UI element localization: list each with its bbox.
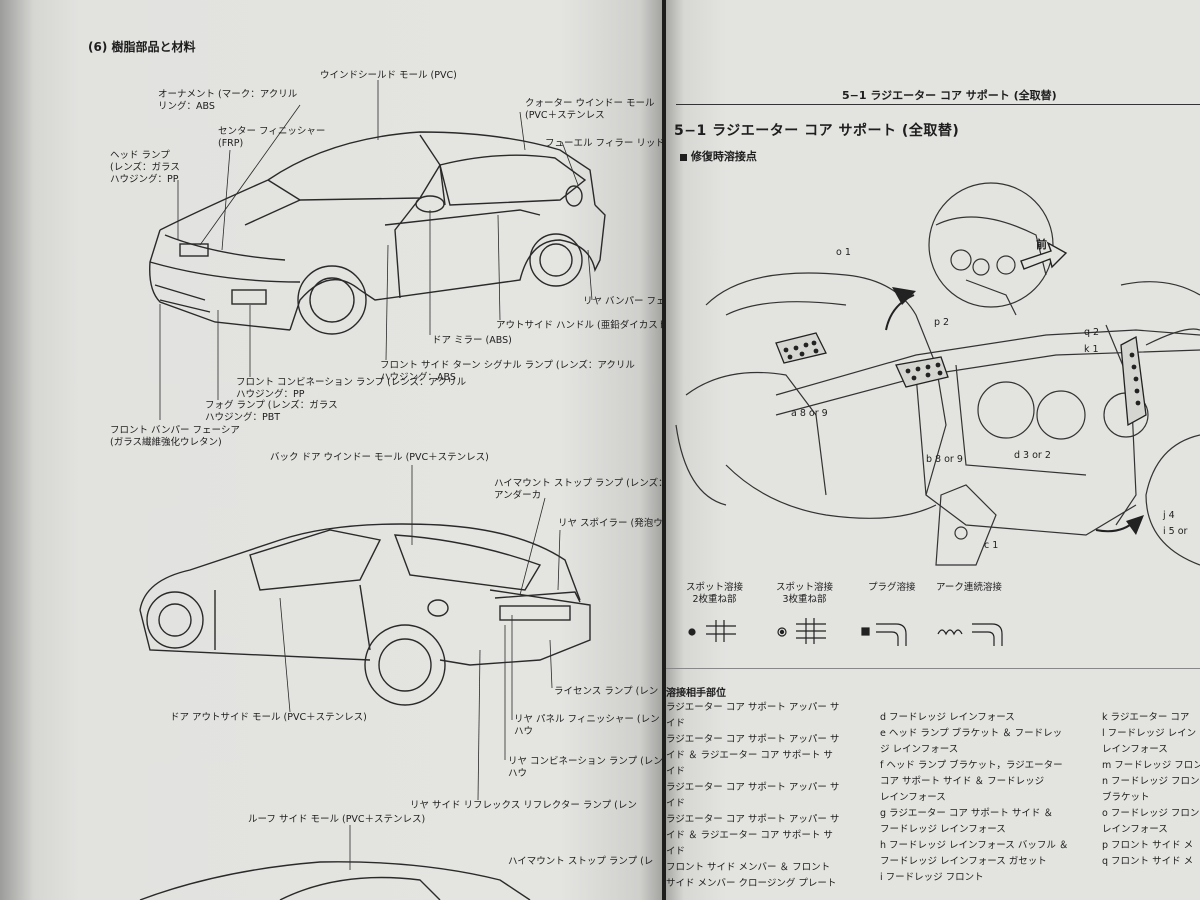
label-high-mount-1: ハイマウント ストップ ランプ (レンズ：ア アンダーカ bbox=[494, 478, 662, 501]
parts-line: d フードレッジ レインフォース bbox=[880, 712, 1015, 723]
parts-line: イド bbox=[666, 718, 686, 729]
parts-line: ラジエーター コア サポート アッパー サ bbox=[666, 702, 840, 713]
parts-line: k ラジエーター コア bbox=[1102, 712, 1190, 723]
callout-p2: p 2 bbox=[934, 317, 950, 328]
parts-heading: 溶接相手部位 bbox=[666, 688, 726, 699]
parts-line: コア サポート サイド ＆ フードレッジ bbox=[880, 776, 1045, 787]
label-ornament: オーナメント (マーク：アクリル リング：ABS bbox=[158, 89, 298, 112]
label-front-combination: フロント コンビネーション ランプ (レンズ：アクリル ハウジング：PP bbox=[236, 377, 467, 400]
right-page: 5−1 ラジエーター コア サポート (全取替) 5−1 ラジエーター コア サ… bbox=[666, 0, 1200, 900]
callout-b: b 8 or 9 bbox=[926, 454, 963, 465]
parts-line: イド ＆ ラジエーター コア サポート サ bbox=[666, 750, 833, 761]
callout-i: i 5 or bbox=[1163, 526, 1188, 537]
label-fog-lamp: フォグ ランプ (レンズ：ガラス ハウジング：PBT bbox=[205, 400, 338, 423]
legend-rule bbox=[666, 668, 1200, 669]
label-door-outside-mole: ドア アウトサイド モール (PVC＋ステンレス) bbox=[170, 712, 367, 723]
callout-q2: q 2 bbox=[1084, 327, 1100, 338]
label-high-mount-2: ハイマウント ストップ ランプ (レ bbox=[508, 856, 654, 867]
parts-column-3: k ラジエーター コア l フードレッジ レイン レインフォース m フードレッ… bbox=[1102, 710, 1200, 870]
label-rear-bumper: リヤ バンパー フェーシ bbox=[583, 296, 662, 307]
parts-line: ブラケット bbox=[1102, 792, 1150, 803]
parts-line: p フロント サイド メ bbox=[1102, 840, 1194, 851]
parts-line: e ヘッド ランプ ブラケット ＆ フードレッ bbox=[880, 728, 1063, 739]
parts-line: q フロント サイド メ bbox=[1102, 856, 1194, 867]
parts-line: イド ＆ ラジエーター コア サポート サ bbox=[666, 830, 833, 841]
label-door-mirror: ドア ミラー (ABS) bbox=[432, 335, 512, 346]
parts-line: イド bbox=[666, 766, 686, 777]
parts-line: イド bbox=[666, 846, 686, 857]
legend-spot-2: スポット溶接 2枚重ね部 bbox=[686, 582, 744, 605]
callout-d: d 3 or 2 bbox=[1014, 450, 1051, 461]
parts-line: フードレッジ レインフォース bbox=[880, 824, 1006, 835]
callout-o1: o 1 bbox=[836, 247, 851, 258]
left-page-header: (6) 樹脂部品と材料 bbox=[88, 40, 196, 54]
parts-column-2: d フードレッジ レインフォース e ヘッド ランプ ブラケット ＆ フードレッ… bbox=[880, 710, 1090, 886]
label-rear-reflex: リヤ サイド リフレックス リフレクター ランプ (レン bbox=[410, 800, 637, 811]
parts-line: g ラジエーター コア サポート サイド ＆ bbox=[880, 808, 1053, 819]
parts-line: i フードレッジ フロント bbox=[880, 872, 984, 883]
weld-legend-symbols bbox=[688, 618, 1003, 646]
label-back-door-window: バック ドア ウインドー モール (PVC＋ステンレス) bbox=[270, 452, 489, 463]
car-front-illustration bbox=[139, 80, 606, 900]
parts-line: レインフォース bbox=[1102, 744, 1168, 755]
parts-line: f ヘッド ランプ ブラケット，ラジエーター bbox=[880, 760, 1063, 771]
legend-plug: プラグ溶接 bbox=[868, 582, 916, 593]
parts-line: ジ レインフォース bbox=[880, 744, 959, 755]
parts-line: レインフォース bbox=[880, 792, 946, 803]
label-windshield-mole: ウインドシールド モール (PVC) bbox=[320, 70, 457, 81]
label-rear-panel-finisher: リヤ パネル フィニッシャー (レン ハウ bbox=[514, 714, 660, 737]
label-roof-side-mole: ルーフ サイド モール (PVC＋ステンレス) bbox=[248, 814, 426, 825]
label-front-bumper: フロント バンパー フェーシア (ガラス繊維強化ウレタン) bbox=[110, 425, 240, 448]
square-bullet-icon bbox=[680, 154, 687, 161]
parts-line: イド bbox=[666, 798, 686, 809]
header-rule bbox=[676, 104, 1200, 105]
label-center-finisher: センター フィニッシャー (FRP) bbox=[218, 126, 326, 149]
callout-k1: k 1 bbox=[1084, 344, 1099, 355]
parts-line: o フードレッジ フロン bbox=[1102, 808, 1200, 819]
parts-line: フロント サイド メンバー ＆ フロント bbox=[666, 862, 831, 873]
callout-a: a 8 or 9 bbox=[791, 408, 828, 419]
parts-line: n フードレッジ フロン bbox=[1102, 776, 1200, 787]
label-rear-spoiler: リヤ スポイラー (発泡ウレ bbox=[558, 518, 662, 529]
label-quarter-window: クォーター ウインドー モール (PVC＋ステンレス bbox=[525, 98, 655, 121]
label-head-lamp: ヘッド ランプ (レンズ：ガラス ハウジング：PP bbox=[110, 150, 180, 185]
weld-point-diagram bbox=[675, 182, 1200, 566]
parts-line: レインフォース bbox=[1102, 824, 1168, 835]
parts-line: フードレッジ レインフォース ガセット bbox=[880, 856, 1047, 867]
parts-line: h フードレッジ レインフォース バッフル ＆ bbox=[880, 840, 1069, 851]
label-outside-handle: アウトサイド ハンドル (亜鉛ダイカスト bbox=[496, 320, 662, 331]
label-fuel-filler: フューエル フィラー リッド (サイ bbox=[545, 138, 662, 149]
legend-spot-3: スポット溶接 3枚重ね部 bbox=[776, 582, 834, 605]
parts-line: ラジエーター コア サポート アッパー サ bbox=[666, 734, 840, 745]
label-rear-combination: リヤ コンビネーション ランプ (レン ハウ bbox=[508, 756, 662, 779]
section-title: 5−1 ラジエーター コア サポート (全取替) bbox=[674, 123, 960, 139]
left-page: (6) 樹脂部品と材料 bbox=[0, 0, 662, 900]
callout-c: c 1 bbox=[984, 540, 999, 551]
label-license-lamp: ライセンス ランプ (レン bbox=[554, 686, 659, 697]
right-page-header: 5−1 ラジエーター コア サポート (全取替) bbox=[842, 89, 1057, 102]
subtitle: 修復時溶接点 bbox=[680, 148, 757, 164]
label-front-turn-signal: フロント サイド ターン シグナル ランプ (レンズ：アクリル ハウジング：AB… bbox=[380, 360, 635, 383]
parts-line: ラジエーター コア サポート アッパー サ bbox=[666, 814, 840, 825]
callout-j: j 4 bbox=[1163, 510, 1175, 521]
parts-column-1: ラジエーター コア サポート アッパー サ イド ラジエーター コア サポート … bbox=[666, 700, 846, 892]
subtitle-text: 修復時溶接点 bbox=[690, 150, 757, 163]
parts-line: l フードレッジ レイン bbox=[1102, 728, 1197, 739]
front-arrow-label: 前 bbox=[1036, 238, 1047, 251]
parts-line: サイド メンバー クロージング プレート bbox=[666, 878, 837, 889]
parts-line: ラジエーター コア サポート アッパー サ bbox=[666, 782, 840, 793]
parts-line: m フードレッジ フロン bbox=[1102, 760, 1200, 771]
legend-arc: アーク連続溶接 bbox=[936, 582, 1002, 593]
